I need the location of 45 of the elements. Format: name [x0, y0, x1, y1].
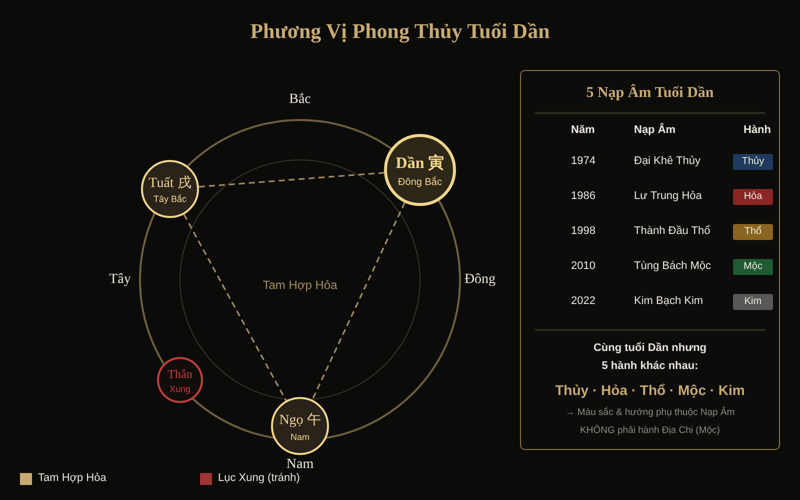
element-tag: Thổ: [733, 224, 773, 240]
element-list: Thủy · Hỏa · Thổ · Mộc · Kim: [555, 382, 745, 398]
dashed-line: [198, 172, 384, 188]
year-text: 2010: [571, 260, 596, 272]
footnote-text: → Màu sắc & hướng phụ thuộc Nạp Âm KHÔNG phải hành Địa Chi (Mộc): [564, 406, 736, 438]
element-tag: Hỏa: [733, 189, 773, 205]
column-header: Nạp Âm: [634, 124, 676, 136]
zodiac-name: Dần 寅: [396, 153, 444, 174]
year-text: 1986: [571, 190, 596, 202]
legend-text: Tam Hợp Hỏa: [38, 472, 106, 484]
direction-text: Xung: [169, 384, 191, 394]
year-text: 2022: [571, 295, 596, 307]
direction-text: Tây Bắc: [153, 194, 186, 204]
year-text: 1998: [571, 225, 596, 237]
zodiac-name: Ngọ 午: [279, 412, 321, 428]
zodiac-circle: [157, 357, 203, 403]
zodiac-name: Thân: [168, 366, 192, 382]
year-text: 1974: [571, 155, 596, 167]
compass-label: Bắc: [289, 92, 311, 108]
compass-label: Tây: [109, 272, 131, 288]
nap-am-text: Lư Trung Hỏa: [634, 190, 702, 202]
element-tag: Thủy: [733, 154, 773, 170]
nap-am-text: Thành Đầu Thổ: [634, 225, 710, 237]
element-tag: Kim: [733, 294, 773, 310]
column-header: Hành: [744, 124, 771, 136]
direction-text: Nam: [290, 432, 310, 442]
element-tag: Mộc: [733, 259, 773, 275]
info-panel: [520, 70, 780, 450]
zodiac-circle: [141, 160, 199, 218]
nap-am-text: Tùng Bách Mộc: [634, 260, 712, 272]
note-text: Cùng tuổi Dần nhưng 5 hành khác nhau:: [592, 341, 708, 374]
compass-label: Đông: [464, 272, 496, 288]
direction-text: Đông Bắc: [398, 176, 442, 188]
diagram-title: Phương Vị Phong Thủy Tuổi Dần: [250, 19, 550, 44]
group-label: Tam Hợp Hỏa: [262, 278, 338, 292]
legend-text: Lục Xung (tránh): [218, 472, 300, 484]
zodiac-circle: [271, 397, 329, 455]
column-header: Năm: [571, 124, 595, 136]
zodiac-name: Tuất 戌: [148, 174, 192, 192]
nap-am-text: Đại Khê Thủy: [634, 155, 700, 167]
panel-title: 5 Nạp Âm Tuổi Dần: [586, 85, 714, 102]
nap-am-text: Kim Bạch Kim: [634, 295, 704, 307]
compass-label: Nam: [286, 457, 314, 472]
dashed-line: [312, 202, 406, 400]
dashed-line: [183, 214, 287, 401]
